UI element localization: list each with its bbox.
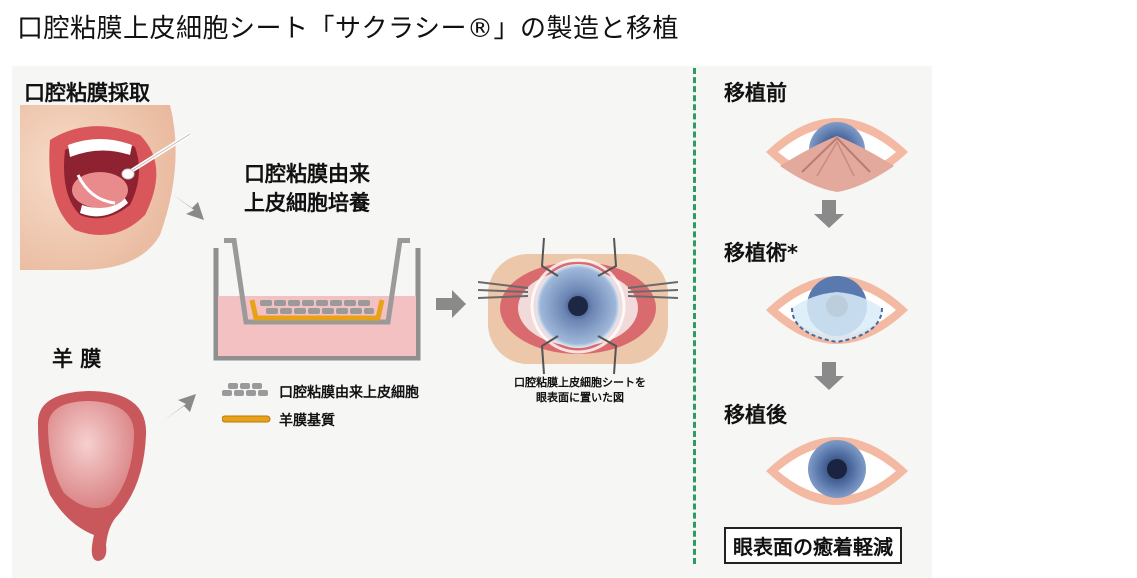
section-divider xyxy=(693,68,696,564)
mouth-illustration xyxy=(20,105,176,270)
amnion-label: 羊 膜 xyxy=(52,347,102,371)
placement-caption-line1: 口腔粘膜上皮細胞シートを xyxy=(514,376,646,389)
legend-amnion-label: 羊膜基質 xyxy=(279,413,335,429)
outcome-box: 眼表面の癒着軽減 xyxy=(724,527,902,564)
before-label: 移植前 xyxy=(724,81,787,105)
eye-after-icon xyxy=(766,437,908,505)
eye-surgery-illustration xyxy=(478,237,678,375)
arrow-down-icon xyxy=(814,200,844,228)
arrow-right-icon xyxy=(164,394,196,420)
eye-before-icon xyxy=(766,118,908,192)
culture-label-line1: 口腔粘膜由来 xyxy=(244,162,370,186)
page-title: 口腔粘膜上皮細胞シート「サクラシー®」の製造と移植 xyxy=(17,14,679,44)
after-label: 移植後 xyxy=(724,403,787,427)
culture-dish-illustration xyxy=(213,238,421,361)
amnion-legend-icon xyxy=(222,415,271,423)
surgery-label: 移植術* xyxy=(724,241,798,265)
legend-cells-label: 口腔粘膜由来上皮細胞 xyxy=(279,385,419,401)
eye-during-icon xyxy=(766,276,908,344)
cells-legend-icon xyxy=(222,383,268,396)
culture-label-line2: 上皮細胞培養 xyxy=(244,191,370,215)
amnion-illustration xyxy=(37,391,147,561)
placement-caption-line2: 眼表面に置いた図 xyxy=(536,391,624,404)
oral-harvest-label: 口腔粘膜採取 xyxy=(24,81,150,105)
arrow-down-icon xyxy=(814,362,844,390)
swab-icon xyxy=(121,132,192,180)
arrow-right-icon xyxy=(172,194,204,220)
arrow-right-icon xyxy=(436,290,466,318)
